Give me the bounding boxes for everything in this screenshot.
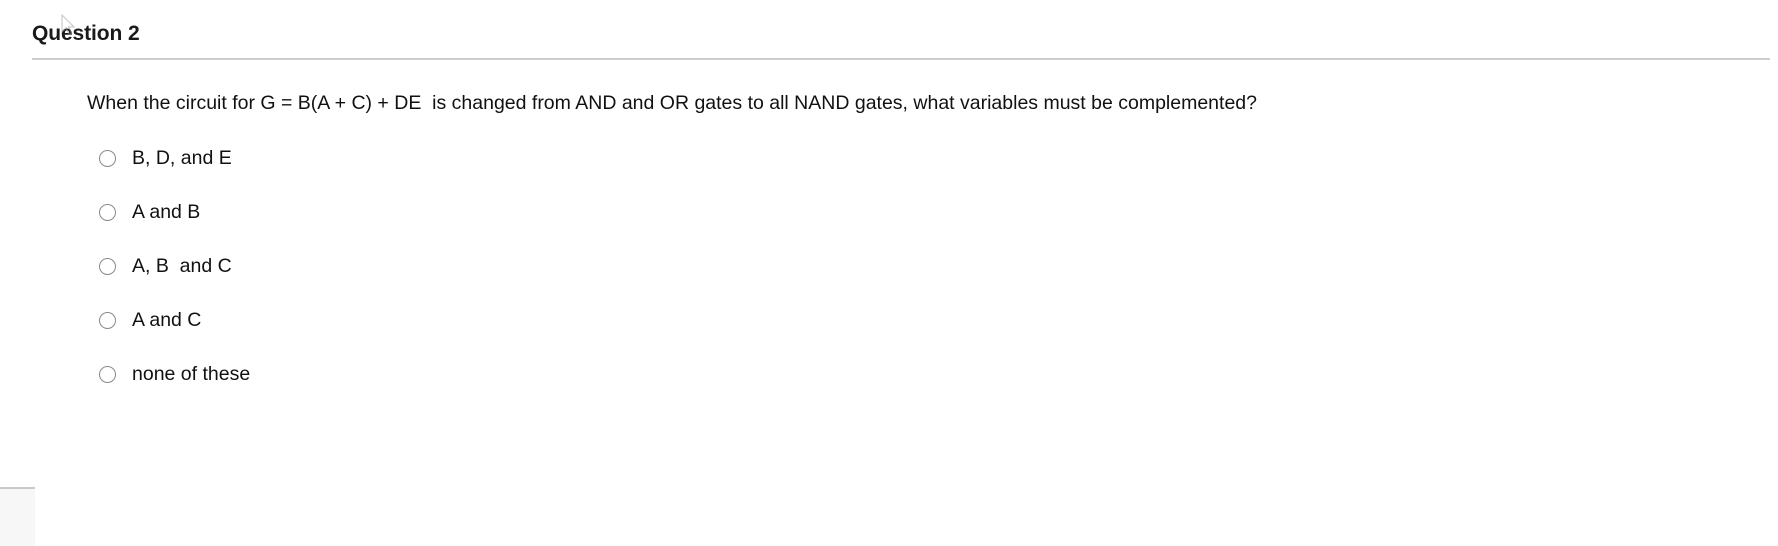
bottom-left-panel-fragment (0, 487, 35, 546)
answer-option-4[interactable]: none of these (99, 354, 1099, 394)
page-title: Question 2 (32, 22, 140, 45)
answer-option-label: B, D, and E (132, 147, 232, 169)
answer-option-label: A, B and C (132, 255, 232, 277)
question-prompt-text: When the circuit for G = B(A + C) + DE i… (87, 92, 1257, 114)
radio-button-unchecked-icon[interactable] (99, 311, 116, 329)
header-divider (32, 58, 1770, 60)
answer-options-list: B, D, and E A and B A, B and C A and C n… (99, 138, 1099, 408)
answer-option-label: none of these (132, 363, 251, 385)
radio-button-unchecked-icon[interactable] (99, 149, 116, 167)
radio-button-unchecked-icon[interactable] (99, 365, 116, 383)
question-body: When the circuit for G = B(A + C) + DE i… (87, 90, 1747, 116)
radio-button-unchecked-icon[interactable] (99, 257, 116, 275)
question-header: Question 2 (32, 21, 1770, 47)
answer-option-label: A and C (132, 309, 202, 331)
answer-option-label: A and B (132, 201, 201, 223)
answer-option-3[interactable]: A and C (99, 300, 1099, 340)
answer-option-0[interactable]: B, D, and E (99, 138, 1099, 178)
answer-option-2[interactable]: A, B and C (99, 246, 1099, 286)
answer-option-1[interactable]: A and B (99, 192, 1099, 232)
radio-button-unchecked-icon[interactable] (99, 203, 116, 221)
